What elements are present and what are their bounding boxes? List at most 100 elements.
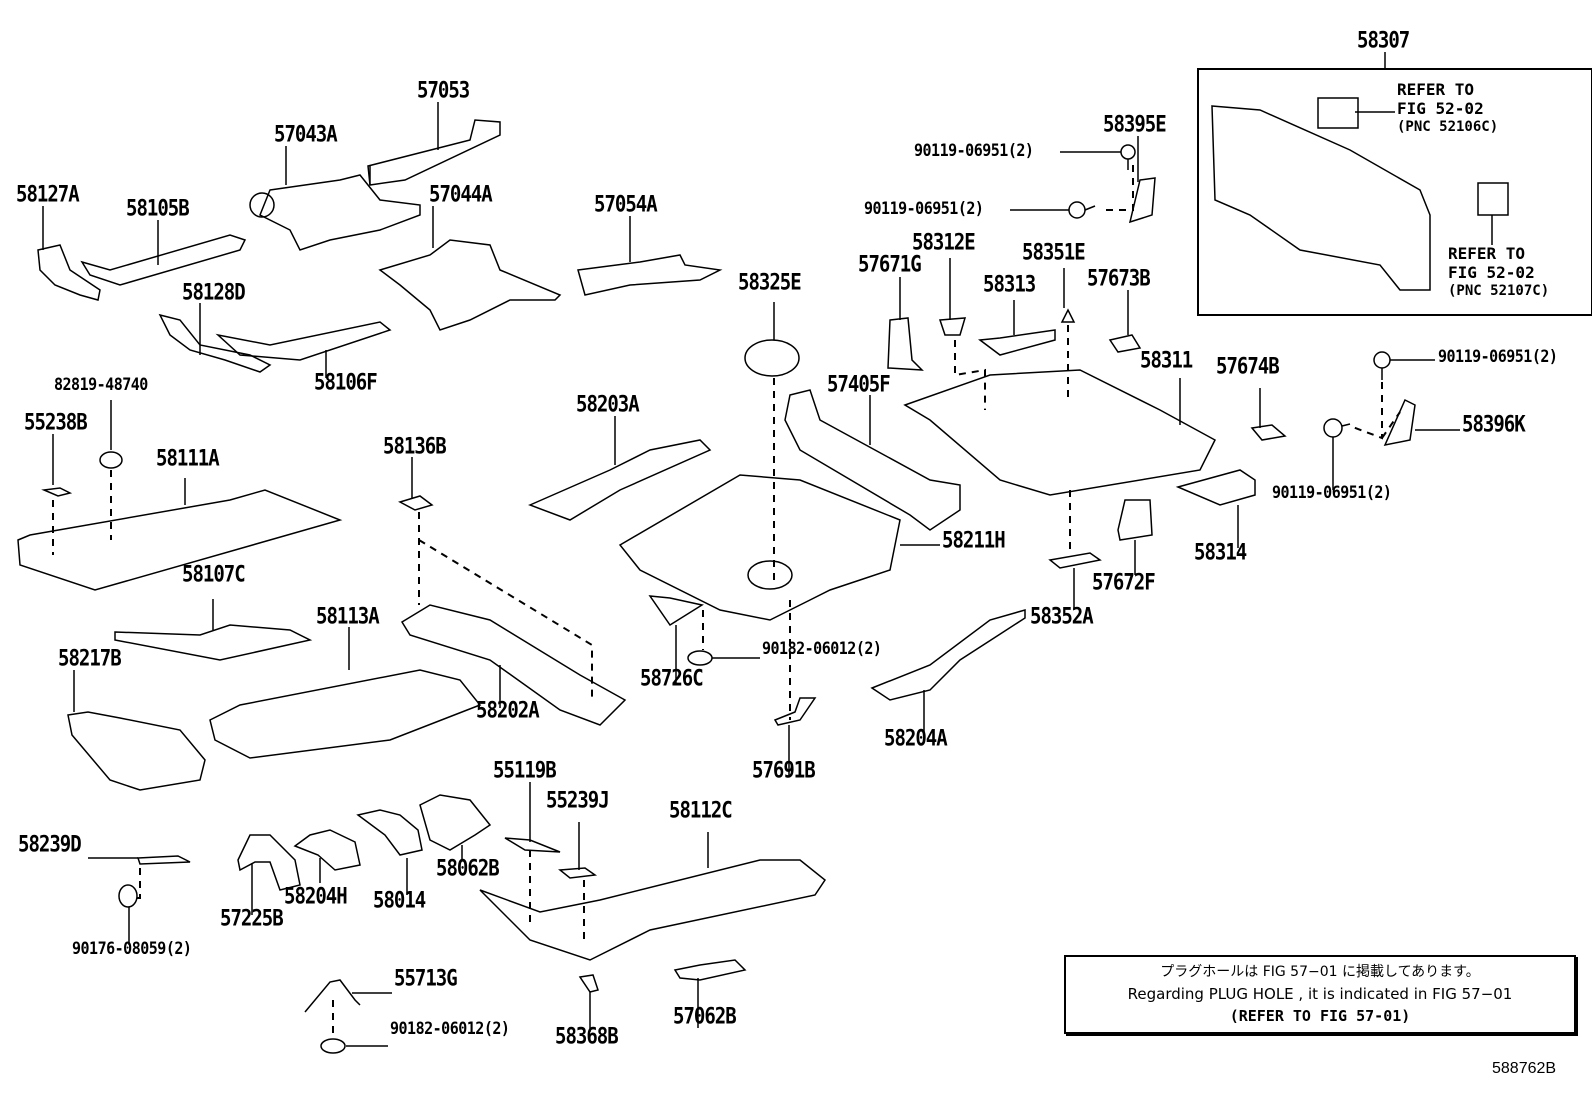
part-58307-shape (1211, 97, 1509, 291)
part-label-57062B[interactable]: 57062B (673, 1003, 737, 1029)
part-58014-shape (356, 809, 423, 856)
reference-line: FIG 52-02 (1397, 99, 1484, 118)
part-label-58112C[interactable]: 58112C (669, 797, 733, 823)
part-label-58014[interactable]: 58014 (373, 887, 426, 913)
reference-pnc: (PNC 52107C) (1448, 283, 1550, 299)
note-english: Regarding PLUG HOLE , it is indicated in… (1127, 985, 1513, 1003)
part-58211H-shape (618, 474, 901, 621)
part-label-58202A[interactable]: 58202A (476, 697, 540, 723)
part-58204H-shape (293, 829, 361, 871)
part-label-55239J[interactable]: 55239J (546, 787, 610, 813)
part-58325E-shape (744, 339, 800, 377)
part-label-58111A[interactable]: 58111A (156, 445, 220, 471)
part-label-58128D[interactable]: 58128D (182, 279, 246, 305)
part-label-90119-06951-a[interactable]: 90119-06951(2) (914, 139, 1034, 161)
part-label-58726C[interactable]: 58726C (640, 665, 704, 691)
part-58107C-shape (114, 624, 313, 661)
note-japanese: プラグホールは FIG 57−01 に掲載してあります。 (1160, 964, 1480, 980)
part-58351E-shape (1060, 308, 1076, 323)
part-label-58395E[interactable]: 58395E (1103, 111, 1167, 137)
part-58352A-shape (1048, 552, 1102, 569)
assembly-lines (52, 165, 1401, 1038)
part-label-58204A[interactable]: 58204A (884, 725, 948, 751)
part-label-58113A[interactable]: 58113A (316, 603, 380, 629)
part-57062B-shape (673, 959, 747, 981)
part-label-58314[interactable]: 58314 (1194, 539, 1247, 565)
part-90119-06951-d-shape (1323, 418, 1351, 438)
part-label-58313[interactable]: 58313 (983, 271, 1036, 297)
part-label-57671G[interactable]: 57671G (858, 251, 922, 277)
part-label-58204H[interactable]: 58204H (284, 883, 348, 909)
part-label-58396K[interactable]: 58396K (1462, 411, 1526, 437)
part-57673B-shape (1108, 334, 1142, 353)
part-label-58203A[interactable]: 58203A (576, 391, 640, 417)
part-label-57674B[interactable]: 57674B (1216, 353, 1280, 379)
part-label-90119-06951-c[interactable]: 90119-06951(2) (1438, 345, 1558, 367)
part-90176-08059-shape (118, 884, 138, 908)
part-label-57691B[interactable]: 57691B (752, 757, 816, 783)
part-57671G-shape (887, 317, 924, 371)
part-label-58211H[interactable]: 58211H (942, 527, 1006, 553)
part-label-58062B[interactable]: 58062B (436, 855, 500, 881)
part-82819-48740-shape (99, 451, 123, 469)
part-label-58136B[interactable]: 58136B (383, 433, 447, 459)
reference-note-52106C: REFER TO FIG 52-02 (PNC 52106C) (1397, 80, 1498, 137)
part-label-55238B[interactable]: 55238B (24, 409, 88, 435)
part-label-90182-06012-b[interactable]: 90182-06012(2) (390, 1017, 510, 1039)
part-90119-06951-b-shape (1068, 201, 1096, 219)
part-57405F-shape (784, 389, 961, 531)
part-label-90176-08059[interactable]: 90176-08059(2) (72, 937, 192, 959)
part-label-57044A[interactable]: 57044A (429, 181, 493, 207)
part-58203A-shape (528, 439, 712, 521)
part-58314-shape (1175, 469, 1256, 506)
part-58368B-shape (578, 974, 599, 993)
part-label-58107C[interactable]: 58107C (182, 561, 246, 587)
part-label-58311[interactable]: 58311 (1140, 347, 1193, 373)
part-label-57672F[interactable]: 57672F (1092, 569, 1156, 595)
part-label-55119B[interactable]: 55119B (493, 757, 557, 783)
part-label-58127A[interactable]: 58127A (16, 181, 80, 207)
part-label-58105B[interactable]: 58105B (126, 195, 190, 221)
part-58396K-shape (1383, 398, 1416, 447)
part-57053-shape (367, 119, 501, 186)
part-label-90119-06951-d[interactable]: 90119-06951(2) (1272, 481, 1392, 503)
part-label-57225B[interactable]: 57225B (220, 905, 284, 931)
part-label-58368B[interactable]: 58368B (555, 1023, 619, 1049)
part-57674B-shape (1250, 424, 1287, 441)
part-57225B-shape (237, 834, 301, 891)
part-label-55713G[interactable]: 55713G (394, 965, 458, 991)
part-label-57054A[interactable]: 57054A (594, 191, 658, 217)
part-label-90182-06012-a[interactable]: 90182-06012(2) (762, 637, 882, 659)
leader-lines (42, 52, 1493, 1047)
part-label-57053[interactable]: 57053 (417, 77, 470, 103)
part-55239J-shape (558, 867, 598, 879)
part-label-58217B[interactable]: 58217B (58, 645, 122, 671)
reference-line: REFER TO (1397, 80, 1475, 99)
part-57044A-shape (378, 239, 562, 331)
part-label-58352A[interactable]: 58352A (1030, 603, 1094, 629)
part-label-57043A[interactable]: 57043A (274, 121, 338, 147)
part-label-58106F[interactable]: 58106F (314, 369, 378, 395)
part-58311-shape (903, 369, 1216, 496)
reference-pnc: (PNC 52106C) (1397, 119, 1499, 135)
part-label-90119-06951-b[interactable]: 90119-06951(2) (864, 197, 984, 219)
part-55119B-shape (504, 837, 561, 853)
part-label-58307[interactable]: 58307 (1357, 27, 1410, 53)
part-label-57405F[interactable]: 57405F (827, 371, 891, 397)
part-label-58351E[interactable]: 58351E (1022, 239, 1086, 265)
part-55238B-shape (41, 487, 73, 497)
part-58312E-shape (938, 317, 967, 336)
part-label-58239D[interactable]: 58239D (18, 831, 82, 857)
reference-line: REFER TO (1448, 244, 1526, 263)
part-label-58325E[interactable]: 58325E (738, 269, 802, 295)
part-label-82819-48740[interactable]: 82819-48740 (54, 373, 148, 395)
part-label-58312E[interactable]: 58312E (912, 229, 976, 255)
reference-line: FIG 52-02 (1448, 263, 1535, 282)
part-58313-shape (978, 329, 1056, 356)
part-label-57673B[interactable]: 57673B (1087, 265, 1151, 291)
part-58726C-shape (648, 595, 704, 627)
part-58062B-shape (419, 794, 492, 851)
plug-hole-note: プラグホールは FIG 57−01 に掲載してあります。 Regarding P… (1064, 955, 1576, 1034)
part-58106F-shape (215, 321, 392, 361)
